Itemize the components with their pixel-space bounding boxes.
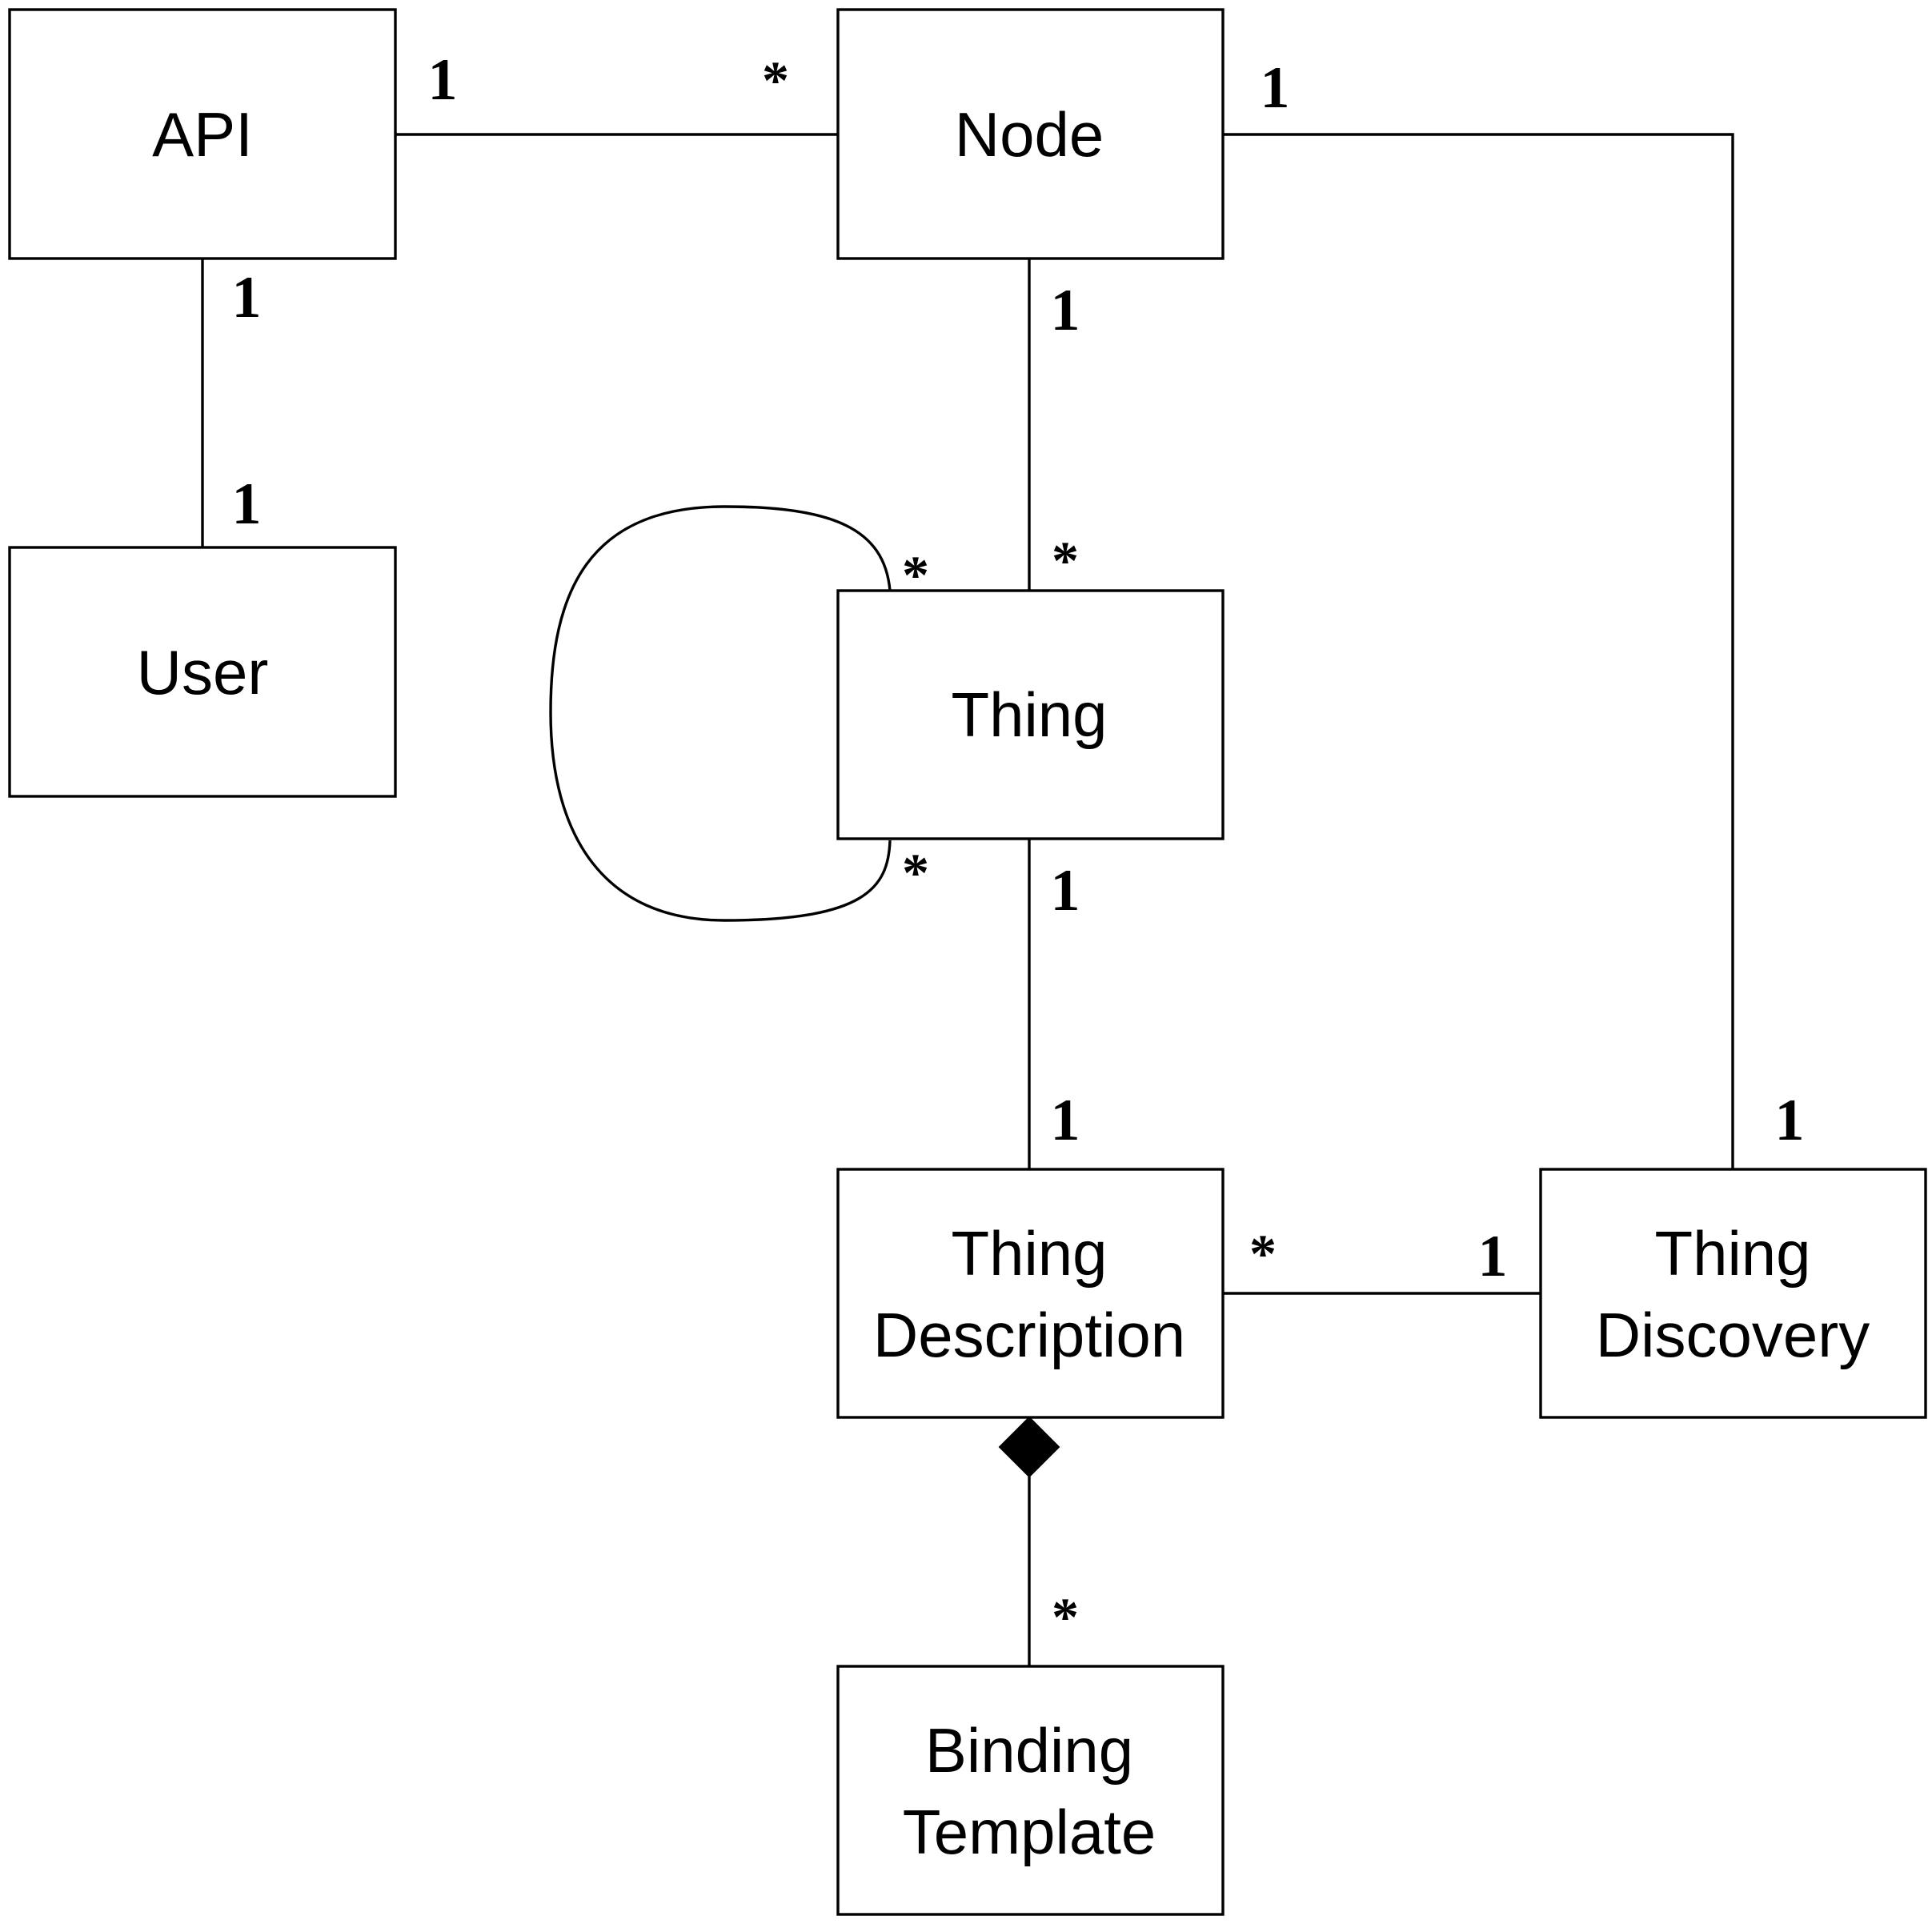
thing-self-bottom-multiplicity: * xyxy=(902,842,929,903)
box-binding-template: Binding Template xyxy=(836,1665,1225,1916)
box-thing-description-frame xyxy=(836,1168,1225,1419)
box-binding-template-label-line-2: Template xyxy=(903,1797,1156,1867)
thing-self-top-multiplicity: * xyxy=(902,544,929,605)
box-binding-template-frame xyxy=(836,1665,1225,1916)
node-discovery-association xyxy=(1223,133,1734,1169)
box-user: User xyxy=(8,546,397,798)
api-node-api-multiplicity: 1 xyxy=(428,47,458,113)
api-user-user-multiplicity: 1 xyxy=(232,471,262,537)
box-node: Node xyxy=(836,8,1225,260)
box-api-label: API xyxy=(152,99,253,170)
composition-diamond-icon xyxy=(998,1416,1060,1478)
thing-self-association xyxy=(549,505,892,922)
box-thing-discovery-frame xyxy=(1539,1168,1927,1419)
box-thing-label: Thing xyxy=(951,679,1107,750)
box-binding-template-label-line-1: Binding xyxy=(925,1715,1133,1786)
box-node-label: Node xyxy=(955,99,1104,170)
api-node-node-multiplicity: * xyxy=(762,50,789,110)
box-thing-description: Thing Description xyxy=(836,1168,1225,1419)
box-api-frame xyxy=(8,8,397,260)
box-thing-discovery: Thing Discovery xyxy=(1539,1168,1927,1419)
node-thing-thing-multiplicity: * xyxy=(1052,530,1079,591)
connectors xyxy=(201,133,1734,1666)
box-api: API xyxy=(8,8,397,260)
multiplicities: 1 * 1 1 1 * 1 1 * * 1 1 * 1 * xyxy=(232,47,1805,1647)
description-discovery-discovery-multiplicity: 1 xyxy=(1478,1224,1508,1289)
box-thing-description-label-line-2: Description xyxy=(873,1300,1185,1370)
node-thing-node-multiplicity: 1 xyxy=(1051,278,1080,343)
box-thing-discovery-label-line-2: Discovery xyxy=(1596,1300,1870,1370)
node-discovery-discovery-multiplicity: 1 xyxy=(1775,1088,1805,1153)
thing-description-thing-multiplicity: 1 xyxy=(1051,858,1080,924)
description-binding-binding-multiplicity: * xyxy=(1052,1586,1079,1647)
api-user-api-multiplicity: 1 xyxy=(232,265,262,331)
box-user-label: User xyxy=(137,637,269,707)
node-discovery-node-multiplicity: 1 xyxy=(1261,55,1290,121)
box-thing-description-label-line-1: Thing xyxy=(951,1218,1107,1289)
box-thing-discovery-label-line-1: Thing xyxy=(1654,1218,1810,1289)
box-thing: Thing xyxy=(836,589,1225,840)
box-node-frame xyxy=(836,8,1225,260)
thing-description-description-multiplicity: 1 xyxy=(1051,1088,1080,1153)
box-thing-frame xyxy=(836,589,1225,840)
description-discovery-description-multiplicity: * xyxy=(1249,1223,1277,1284)
box-user-frame xyxy=(8,546,397,798)
